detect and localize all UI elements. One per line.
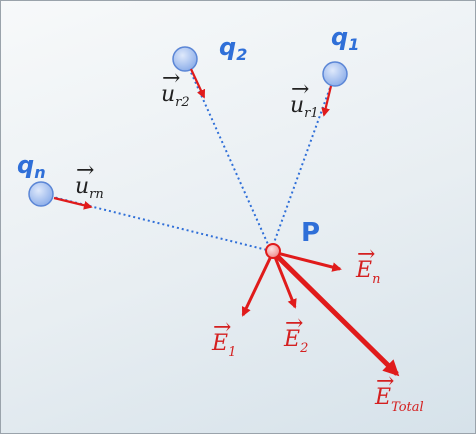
- label-ur2: ur2: [161, 82, 190, 110]
- field-vector-en-arrow: [272, 250, 342, 272]
- label-etotal: ETotal: [374, 385, 424, 415]
- label-e1: E1: [211, 331, 236, 360]
- label-ur2-arrow: →: [162, 66, 180, 91]
- label-q2: q2: [219, 33, 247, 64]
- label-en: En: [355, 258, 380, 287]
- label-urn: urn: [75, 174, 104, 202]
- point-p: [265, 243, 281, 259]
- unit-vector-urn-arrow: [53, 196, 93, 210]
- label-e2-arrow: →: [285, 311, 303, 336]
- line-q1-to-p: [270, 73, 336, 252]
- unit-vector-ur1-arrow: [321, 85, 333, 117]
- label-etotal-arrow: →: [376, 369, 394, 394]
- label-q1: q1: [331, 23, 359, 54]
- charge-qn: [28, 181, 54, 207]
- line-q2-to-p: [184, 58, 272, 252]
- field-vector-etotal-arrow: [271, 250, 400, 377]
- label-e2: E2: [283, 327, 308, 356]
- unit-vector-ur2-arrow: [190, 68, 206, 99]
- label-qn: qn: [17, 151, 46, 182]
- label-urn-arrow: →: [76, 158, 94, 183]
- label-ur1: ur1: [290, 93, 319, 121]
- label-ur1-arrow: →: [291, 77, 309, 102]
- label-p: P: [301, 218, 320, 248]
- label-en-arrow: →: [357, 242, 375, 267]
- charge-q2: [172, 46, 198, 72]
- field-vector-e2-arrow: [271, 251, 297, 309]
- charge-q1: [322, 61, 348, 87]
- label-e1-arrow: →: [213, 315, 231, 340]
- field-vector-e1-arrow: [241, 251, 275, 317]
